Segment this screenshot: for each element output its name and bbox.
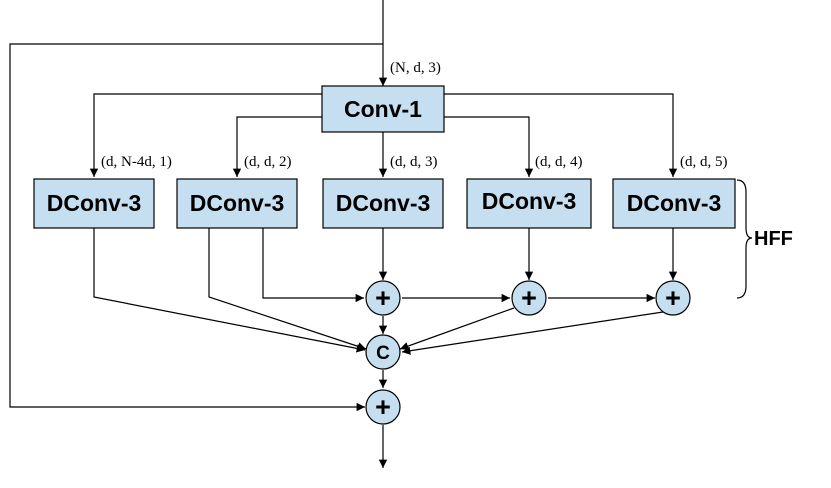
- final-add-node: +: [365, 389, 401, 425]
- add-symbol-1: +: [375, 283, 391, 313]
- input-shape-label: (N, d, 3): [390, 60, 441, 76]
- dconv-label-5: DConv-3: [627, 190, 722, 216]
- conv1-box: [321, 85, 445, 133]
- dconv1-to-concat: [93, 228, 366, 353]
- hff-brace: [736, 179, 753, 299]
- add-circle-1: [365, 280, 401, 316]
- dconv-block-3: DConv-3: [322, 178, 444, 229]
- add-node-3: +: [655, 280, 691, 316]
- dconv-box-1: [33, 178, 155, 229]
- dconv-box-3: [322, 178, 444, 229]
- add-node-2: +: [511, 280, 547, 316]
- branch-arrow-2: [232, 116, 322, 177]
- branch-shape-label-3: (d, d, 3): [390, 154, 438, 170]
- add-circle-3: [655, 280, 691, 316]
- branch-arrow-4: [444, 116, 534, 177]
- branch-shape-label-5: (d, d, 5): [680, 154, 728, 170]
- final-add-symbol: +: [375, 392, 391, 422]
- dconv-label-2: DConv-3: [190, 190, 285, 216]
- dconv-block-2: DConv-3: [176, 178, 298, 229]
- hff-label: HFF: [754, 228, 793, 250]
- dconv2-to-concat: [208, 228, 367, 351]
- connectors: [9, 0, 678, 468]
- branch-shape-label-1: (d, N-4d, 1): [101, 154, 172, 170]
- skip-connection: [9, 43, 383, 412]
- branch-arrow-1: [89, 93, 322, 177]
- concat-circle: [365, 334, 401, 370]
- dconv-label-4: DConv-3: [482, 188, 577, 214]
- final-add-circle: [365, 389, 401, 425]
- dconv-box-4: [466, 178, 592, 229]
- dconv-label-3: DConv-3: [336, 190, 431, 216]
- dconv-block-1: DConv-3: [33, 178, 155, 229]
- dconv-block-4: DConv-3: [466, 178, 592, 229]
- branch-shape-label-2: (d, d, 2): [244, 154, 292, 170]
- add-circle-2: [511, 280, 547, 316]
- add-node-1: +: [365, 280, 401, 316]
- concat-node: C: [365, 334, 401, 370]
- concat-symbol: C: [376, 343, 390, 364]
- conv1-block: Conv-1: [321, 85, 445, 133]
- dconv-label-1: DConv-3: [47, 190, 142, 216]
- add-symbol-3: +: [665, 283, 681, 313]
- dconv-box-5: [612, 178, 736, 229]
- dconv-box-2: [176, 178, 298, 229]
- add2-to-concat: [399, 307, 515, 351]
- dconv2-to-add1: [262, 228, 364, 303]
- add-symbol-2: +: [521, 283, 537, 313]
- add3-to-concat: [401, 311, 664, 355]
- conv1-label: Conv-1: [344, 96, 422, 122]
- dconv-block-5: DConv-3: [612, 178, 736, 229]
- branch-shape-label-4: (d, d, 4): [535, 154, 583, 170]
- branch-arrow-5: [444, 93, 678, 177]
